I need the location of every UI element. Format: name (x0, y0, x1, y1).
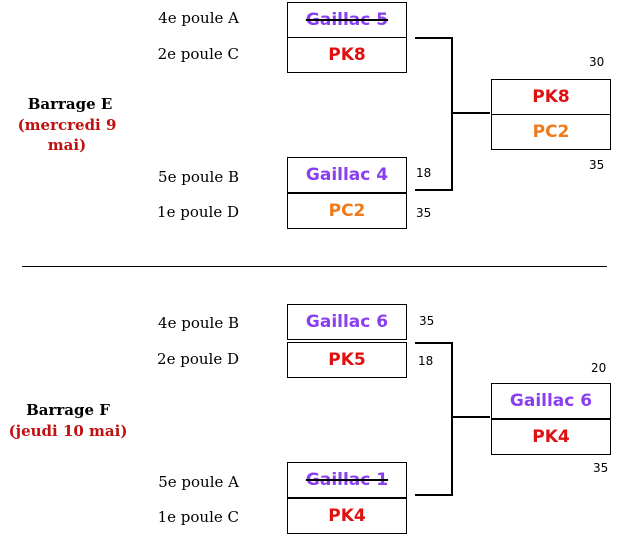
barrage-e-title: Barrage E (27, 95, 113, 113)
team-box: Gaillac 5 (287, 2, 407, 38)
team-box: PK4 (287, 498, 407, 534)
bracket-line (451, 416, 490, 418)
seed-label: 1e poule D (157, 203, 239, 221)
bracket-line (415, 494, 453, 496)
score: 35 (416, 206, 432, 220)
score: 35 (419, 314, 435, 328)
bracket-line (451, 112, 490, 114)
seed-label: 4e poule B (158, 314, 239, 332)
score: 18 (416, 166, 432, 180)
team-box: Gaillac 4 (287, 157, 407, 193)
team-name: Gaillac 4 (305, 165, 389, 185)
team-name: PK4 (532, 427, 570, 447)
team-box: PK8 (491, 79, 611, 115)
seed-label: 5e poule A (158, 473, 239, 491)
team-name: PK4 (328, 506, 366, 526)
barrage-f-date: (jeudi 10 mai) (8, 422, 128, 440)
bracket-line (451, 37, 453, 191)
team-box: Gaillac 6 (491, 383, 611, 419)
team-name: PK8 (532, 87, 570, 107)
team-box: Gaillac 1 (287, 462, 407, 498)
team-name: Gaillac 5 (305, 10, 389, 30)
team-name: PK8 (328, 45, 366, 65)
bracket-line (415, 189, 453, 191)
team-name: PC2 (532, 122, 570, 142)
seed-label: 2e poule D (157, 350, 239, 368)
barrage-f-title: Barrage F (26, 401, 110, 419)
team-name: PC2 (328, 201, 366, 221)
team-box: PC2 (491, 114, 611, 150)
seed-label: 4e poule A (158, 9, 239, 27)
team-name: Gaillac 6 (509, 391, 593, 411)
seed-label: 2e poule C (157, 45, 239, 63)
seed-label: 1e poule C (157, 508, 239, 526)
team-box: PK5 (287, 342, 407, 378)
score: 20 (591, 361, 607, 375)
team-name: PK5 (328, 350, 366, 370)
bracket-line (415, 37, 453, 39)
team-box: PC2 (287, 193, 407, 229)
score: 35 (589, 158, 605, 172)
score: 18 (418, 354, 434, 368)
team-box: PK8 (287, 37, 407, 73)
barrage-e-date: (mercredi 9 mai) (17, 116, 117, 154)
bracket-line (451, 342, 453, 496)
seed-label: 5e poule B (158, 168, 239, 186)
bracket-line (415, 342, 453, 344)
score: 30 (589, 55, 605, 69)
team-name: Gaillac 1 (305, 470, 389, 490)
section-divider (22, 266, 607, 267)
score: 35 (593, 461, 609, 475)
team-name: Gaillac 6 (305, 312, 389, 332)
team-box: Gaillac 6 (287, 304, 407, 340)
team-box: PK4 (491, 419, 611, 455)
